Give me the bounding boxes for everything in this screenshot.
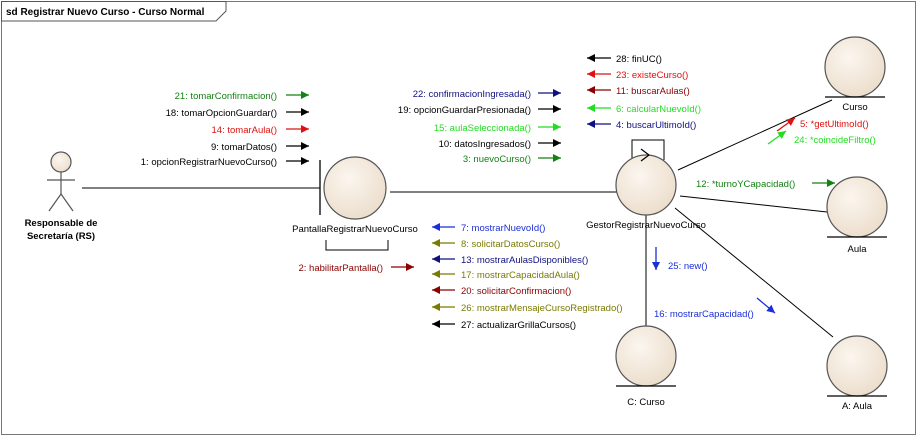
arrow-msg-13 — [432, 255, 455, 263]
arrow-msg-16 — [756, 297, 776, 314]
msg-26: 26: mostrarMensajeCursoRegistrado() — [461, 303, 623, 314]
arrow-msg-27 — [432, 320, 455, 328]
msg-20: 20: solicitarConfirmacion() — [461, 286, 571, 297]
msg-17: 17: mostrarCapacidadAula() — [461, 270, 580, 281]
arrow-msg-25 — [652, 247, 660, 270]
entity-aula-label: Aula — [847, 244, 867, 255]
msg-1: 1: opcionRegistrarNuevoCurso() — [141, 157, 277, 168]
arrow-msg-6 — [587, 104, 611, 112]
msg-16: 16: mostrarCapacidad() — [654, 309, 754, 320]
arrow-msg-22 — [538, 89, 561, 97]
msg-24: 24: *coincideFiltro() — [794, 135, 876, 146]
arrow-msg-11 — [587, 86, 611, 94]
msg-9: 9: tomarDatos() — [211, 142, 277, 153]
links — [82, 99, 834, 338]
msg-13: 13: mostrarAulasDisponibles() — [461, 255, 588, 266]
frame-title-tab — [1, 1, 227, 22]
actor-head — [50, 151, 72, 173]
entity-curso-label: Curso — [842, 102, 867, 113]
msg-7: 7: mostrarNuevoId() — [461, 223, 545, 234]
control-object-gestor[interactable] — [615, 148, 677, 216]
msg-12: 12: *turnoYCapacidad() — [696, 179, 795, 190]
actor-label-line1: Responsable de — [25, 218, 98, 229]
arrow-msg-18 — [286, 108, 309, 116]
arrow-msg-19 — [538, 105, 561, 113]
arrow-msg-4 — [587, 120, 611, 128]
arrow-msg-14 — [286, 125, 309, 133]
entity-curso[interactable] — [824, 36, 886, 98]
msg-4: 4: buscarUltimoId() — [616, 120, 696, 131]
arrow-msg-1 — [286, 157, 309, 165]
actor-label-line2: Secretaría (RS) — [27, 231, 95, 242]
arrow-msg-28 — [587, 54, 611, 62]
entity-c-curso[interactable] — [615, 325, 677, 387]
msg-27: 27: actualizarGrillaCursos() — [461, 320, 576, 331]
entity-aula[interactable] — [826, 176, 888, 238]
arrow-msg-26 — [432, 303, 455, 311]
arrow-msg-12 — [812, 179, 835, 187]
entity-a-aula-label: A: Aula — [842, 401, 873, 412]
msg-18: 18: tomarOpcionGuardar() — [166, 108, 277, 119]
arrow-msg-20 — [432, 286, 455, 294]
arrow-msg-21 — [286, 91, 309, 99]
msg-19: 19: opcionGuardarPresionada() — [398, 105, 531, 116]
actor-responsable[interactable] — [47, 151, 75, 212]
arrow-msg-10 — [538, 139, 561, 147]
arrow-msg-3 — [538, 154, 561, 162]
msg-10: 10: datosIngresados() — [439, 139, 531, 150]
msg-15: 15: aulaSeleccionada() — [434, 123, 531, 134]
msg-28: 28: finUC() — [616, 54, 662, 65]
arrow-msg-7 — [432, 223, 455, 231]
boundary-label: PantallaRegistrarNuevoCurso — [292, 224, 418, 235]
arrow-msg-9 — [286, 142, 309, 150]
boundary-object-pantalla[interactable] — [319, 156, 389, 251]
frame-title: sd Registrar Nuevo Curso - Curso Normal — [6, 7, 205, 18]
arrow-msg-17 — [432, 270, 455, 278]
control-label: GestorRegistrarNuevoCurso — [586, 220, 706, 231]
entity-a-aula[interactable] — [826, 335, 888, 397]
msg-3: 3: nuevoCurso() — [463, 154, 531, 165]
msg-8: 8: solicitarDatosCurso() — [461, 239, 560, 250]
msg-21: 21: tomarConfirmacion() — [175, 91, 277, 102]
msg-22: 22: confirmacionIngresada() — [413, 89, 531, 100]
msg-25: 25: new() — [668, 261, 708, 272]
msg-11: 11: buscarAulas() — [616, 86, 690, 97]
msg-23: 23: existeCurso() — [616, 70, 688, 81]
msg-2: 2: habilitarPantalla() — [299, 263, 384, 274]
arrow-msg-8 — [432, 239, 455, 247]
arrow-msg-15 — [538, 123, 561, 131]
arrow-msg-5 — [776, 117, 796, 132]
arrow-msg-2 — [391, 263, 414, 271]
message-arrows — [286, 54, 835, 328]
messages: 21: tomarConfirmacion() 18: tomarOpcionG… — [141, 54, 876, 331]
msg-5: 5: *getUltimoId() — [800, 119, 869, 130]
msg-14: 14: tomarAula() — [212, 125, 277, 136]
entity-c-curso-label: C: Curso — [627, 397, 664, 408]
arrow-msg-24 — [767, 130, 787, 145]
arrow-msg-23 — [587, 70, 611, 78]
msg-6: 6: calcularNuevoId() — [616, 104, 701, 115]
